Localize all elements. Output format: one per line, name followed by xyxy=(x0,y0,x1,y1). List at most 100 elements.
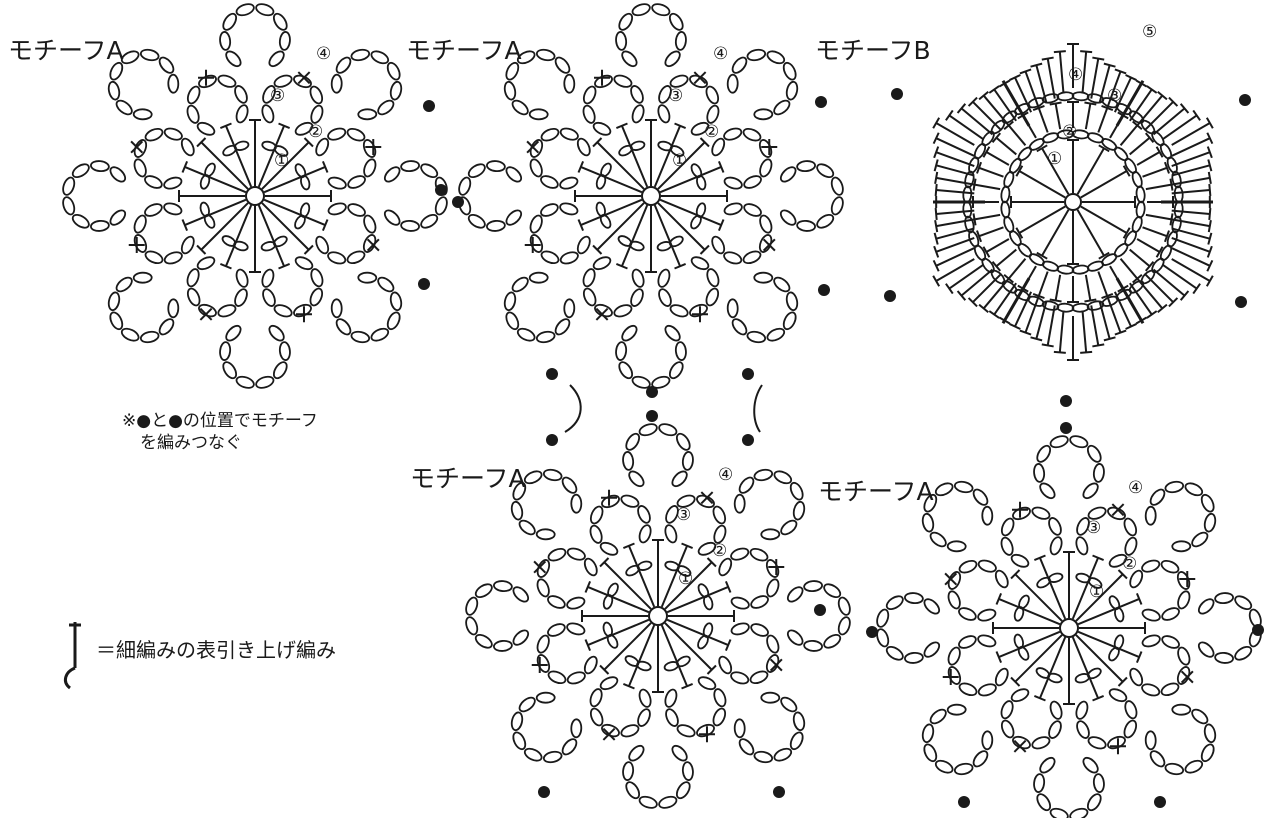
join-point-dot xyxy=(1252,624,1264,636)
chain-stitch xyxy=(624,655,640,667)
chain-stitch xyxy=(559,202,579,216)
chain-stitch xyxy=(789,731,804,751)
chain-stitch xyxy=(139,48,160,62)
chain-stitch xyxy=(622,761,635,781)
chain-stitch xyxy=(712,505,727,525)
chain-stitch xyxy=(713,524,727,544)
chain-stitch xyxy=(923,743,938,763)
chain-stitch xyxy=(346,127,366,142)
chain-stitch xyxy=(219,31,232,51)
chain-stitch xyxy=(589,505,604,525)
chain-stitch xyxy=(669,74,689,88)
join-point-dot xyxy=(958,796,970,808)
chain-stitch xyxy=(703,594,714,611)
chain-stitch xyxy=(947,590,961,610)
treble-stitch xyxy=(278,122,291,130)
chain-stitch xyxy=(225,324,242,342)
chain-stitch xyxy=(1086,300,1105,311)
single-crochet-stitch xyxy=(297,71,311,85)
chain-stitch xyxy=(120,50,140,65)
chain-stitch xyxy=(1171,703,1192,716)
chain-stitch xyxy=(1108,553,1128,568)
chain-stitch xyxy=(674,341,687,361)
treble-stitch xyxy=(1103,62,1116,68)
chain-stitch xyxy=(510,711,524,732)
treble-stitch xyxy=(1119,258,1139,280)
chain-stitch xyxy=(335,318,352,336)
chain-stitch xyxy=(1164,762,1185,776)
chain-stitch xyxy=(1033,463,1046,483)
chain-stitch xyxy=(1149,750,1166,768)
chain-stitch xyxy=(262,288,276,307)
treble-stitch xyxy=(666,618,729,647)
treble-stitch xyxy=(935,122,975,146)
chain-stitch xyxy=(1177,646,1191,666)
join-note-line-2: を編みつなぐ xyxy=(140,433,242,453)
chain-stitch xyxy=(1013,633,1024,650)
chain-stitch xyxy=(1039,482,1056,500)
chain-stitch xyxy=(1092,773,1105,793)
treble-stitch xyxy=(1207,220,1212,233)
treble-stitch xyxy=(978,226,1004,238)
single-crochet-stitch xyxy=(762,238,776,252)
chain-stitch xyxy=(158,56,175,74)
chain-stitch xyxy=(759,214,773,234)
treble-stitch xyxy=(681,542,694,550)
join-point-dot xyxy=(773,786,785,798)
chain-stitch xyxy=(510,500,524,521)
chain-stitch xyxy=(1114,606,1125,623)
treble-stitch xyxy=(1122,165,1131,177)
chain-stitch xyxy=(180,235,195,255)
chain-stitch xyxy=(681,761,694,781)
single-crochet-stitch xyxy=(1180,670,1194,684)
chain-stitch xyxy=(1141,634,1161,648)
chain-stitch xyxy=(235,3,255,17)
treble-stitch xyxy=(1122,227,1131,239)
chain-stitch xyxy=(625,432,641,451)
treble-stitch xyxy=(1019,68,1032,75)
chain-stitch xyxy=(330,73,343,94)
chain-stitch xyxy=(1033,773,1046,793)
treble-stitch xyxy=(1092,694,1105,702)
treble-stitch xyxy=(1053,350,1066,354)
chain-stitch xyxy=(625,564,640,577)
chain-stitch xyxy=(658,795,678,809)
chain-stitch xyxy=(1069,435,1089,449)
treble-stitch xyxy=(657,141,706,190)
chain-stitch xyxy=(512,586,530,603)
round-number-2: ② xyxy=(1062,122,1077,142)
chain-stitch xyxy=(1129,569,1144,589)
treble-stitch xyxy=(1135,592,1143,605)
chain-stitch xyxy=(601,494,620,509)
chain-stitch xyxy=(163,251,183,265)
chain-stitch xyxy=(198,74,217,89)
chain-stitch xyxy=(711,235,726,255)
chain-stitch xyxy=(753,108,774,121)
treble-stitch xyxy=(1054,274,1062,301)
chain-stitch xyxy=(599,676,619,691)
chain-stitch xyxy=(383,166,401,183)
chain-stitch xyxy=(529,214,543,234)
chain-stitch xyxy=(977,608,997,622)
round-number-3: ③ xyxy=(1107,86,1122,106)
chain-stitch xyxy=(346,250,366,265)
chain-stitch xyxy=(697,634,709,650)
treble-stitch xyxy=(935,218,975,228)
treble-stitch xyxy=(196,244,207,255)
treble-stitch xyxy=(1171,189,1210,195)
treble-stitch xyxy=(699,137,710,148)
chain-stitch xyxy=(523,747,543,762)
chain-stitch xyxy=(602,621,613,638)
chain-stitch xyxy=(1049,700,1063,720)
chain-stitch xyxy=(773,747,793,762)
chain-stitch xyxy=(273,235,288,248)
treble-stitch xyxy=(934,220,939,233)
chain-stitch xyxy=(759,158,773,178)
legend-label: ＝細編みの表引き上げ編み xyxy=(96,638,336,662)
chain-stitch xyxy=(789,481,804,501)
treble-stitch xyxy=(1169,213,1174,226)
chain-stitch xyxy=(516,50,536,65)
treble-stitch xyxy=(991,132,1002,143)
treble-stitch xyxy=(303,244,314,255)
chain-stitch xyxy=(535,48,556,62)
